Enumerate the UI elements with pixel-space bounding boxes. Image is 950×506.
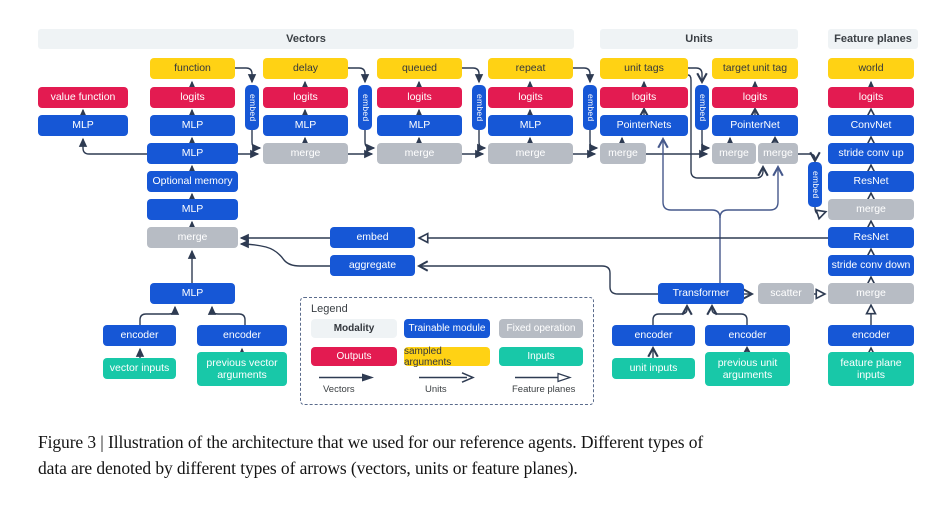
connector-lines [78, 67, 877, 358]
merge-vectors: merge [147, 227, 238, 248]
logits-repeat: logits [488, 87, 573, 108]
pointernets-box: PointerNets [600, 115, 688, 136]
legend-box: Legend Modality Trainable module Fixed o… [300, 297, 594, 405]
merge-fp-2: merge [828, 283, 914, 304]
merge-target-b: merge [758, 143, 798, 164]
logits-world: logits [828, 87, 914, 108]
embed-1: embed [245, 85, 259, 130]
encoder-unit-1: encoder [612, 325, 695, 346]
embed-2: embed [358, 85, 372, 130]
logits-delay: logits [263, 87, 348, 108]
logits-target-unit-tag: logits [712, 87, 798, 108]
previous-unit-arguments-box: previous unit arguments [705, 352, 790, 386]
logits-queued: logits [377, 87, 462, 108]
embed-wide: embed [330, 227, 415, 248]
unit-tags-box: unit tags [600, 58, 688, 79]
legend-swatch-sampled-arguments: sampled arguments [404, 346, 490, 368]
units-arrow-label: Units [425, 384, 447, 395]
merge-target-a: merge [712, 143, 756, 164]
optional-memory-box: Optional memory [147, 171, 238, 192]
header-units: Units [600, 29, 798, 49]
mlp-function: MLP [150, 115, 235, 136]
vectors-arrow-label: Vectors [323, 384, 355, 395]
legend-swatch-fixed-operation: Fixed operation [499, 319, 583, 338]
value-function-box: value function [38, 87, 128, 108]
aggregate-box: aggregate [330, 255, 415, 276]
header-feature-planes: Feature planes [828, 29, 918, 49]
header-vectors: Vectors [38, 29, 574, 49]
vectors-arrow-icon [319, 373, 374, 382]
function-box: function [150, 58, 235, 79]
unit-inputs-box: unit inputs [612, 358, 695, 379]
encoder-feature-plane: encoder [828, 325, 914, 346]
mlp-value: MLP [38, 115, 128, 136]
figure-caption: Figure 3 | Illustration of the architect… [38, 430, 928, 481]
mlp-delay: MLP [263, 115, 348, 136]
mlp-repeat: MLP [488, 115, 573, 136]
legend-title: Legend [311, 303, 348, 315]
caption-line-2: data are denoted by different types of a… [38, 457, 578, 478]
mlp-queued: MLP [377, 115, 462, 136]
legend-swatch-inputs: Inputs [499, 347, 583, 366]
feature-plane-inputs-box: feature plane inputs [828, 352, 914, 386]
merge-fp-1: merge [828, 199, 914, 220]
feature-planes-arrow-icon [515, 372, 572, 383]
convnet-box: ConvNet [828, 115, 914, 136]
delay-box: delay [263, 58, 348, 79]
mlp-core: MLP [147, 143, 238, 164]
units-arrow-icon [419, 372, 475, 383]
legend-swatch-outputs: Outputs [311, 347, 397, 366]
encoder-vector-2: encoder [197, 325, 287, 346]
stride-conv-up-box: stride conv up [828, 143, 914, 164]
merge-unit-tags: merge [600, 143, 646, 164]
resnet-2: ResNet [828, 227, 914, 248]
scatter-box: scatter [758, 283, 814, 304]
previous-vector-arguments-box: previous vector arguments [197, 352, 287, 386]
merge-delay: merge [263, 143, 348, 164]
feature-planes-arrow-label: Feature planes [512, 384, 576, 395]
embed-5: embed [695, 85, 709, 130]
mlp-mid: MLP [147, 199, 238, 220]
resnet-1: ResNet [828, 171, 914, 192]
transformer-box: Transformer [658, 283, 744, 304]
embed-4: embed [583, 85, 597, 130]
vector-inputs-box: vector inputs [103, 358, 176, 379]
target-unit-tag-box: target unit tag [712, 58, 798, 79]
legend-swatch-modality: Modality [311, 319, 397, 338]
embed-6: embed [808, 162, 822, 207]
caption-line-1: Figure 3 | Illustration of the architect… [38, 432, 704, 452]
pointernet-box: PointerNet [712, 115, 798, 136]
legend-swatch-trainable-module: Trainable module [404, 319, 490, 338]
encoder-vector-1: encoder [103, 325, 176, 346]
mlp-bottom: MLP [150, 283, 235, 304]
repeat-box: repeat [488, 58, 573, 79]
logits-function: logits [150, 87, 235, 108]
merge-queued: merge [377, 143, 462, 164]
queued-box: queued [377, 58, 462, 79]
stride-conv-down-box: stride conv down [828, 255, 914, 276]
merge-repeat: merge [488, 143, 573, 164]
logits-unit-tags: logits [600, 87, 688, 108]
embed-3: embed [472, 85, 486, 130]
world-box: world [828, 58, 914, 79]
encoder-unit-2: encoder [705, 325, 790, 346]
